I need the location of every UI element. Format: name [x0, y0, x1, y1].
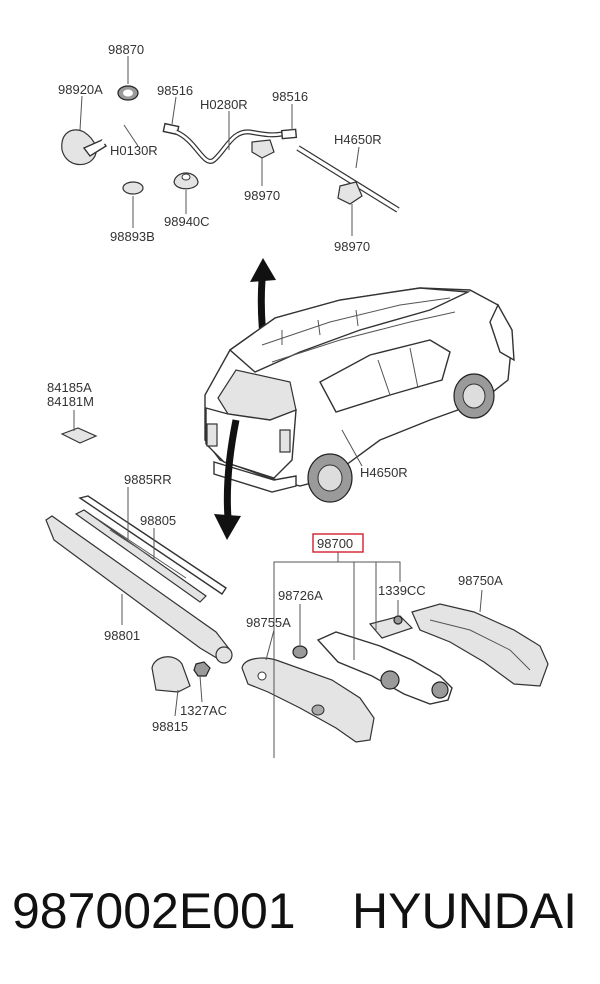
cap-98893B: [122, 181, 144, 195]
label-84181M: 84181M: [47, 394, 94, 409]
label-98755A: 98755A: [246, 615, 291, 630]
label-98726A: 98726A: [278, 588, 323, 603]
part-labels: 98870 98920A 98516 98516 H0280R H0130R H…: [47, 42, 503, 734]
label-98750A: 98750A: [458, 573, 503, 588]
label-98970-a: 98970: [244, 188, 280, 203]
wiper-arm-assembly: [45, 495, 233, 693]
nut-1327AC: [193, 661, 211, 677]
label-98516-a: 98516: [157, 83, 193, 98]
label-H0280R: H0280R: [200, 97, 248, 112]
leader-lines-top: [79, 56, 360, 236]
label-1327AC: 1327AC: [180, 703, 227, 718]
label-98893B: 98893B: [110, 229, 155, 244]
label-98801: 98801: [104, 628, 140, 643]
label-98920A: 98920A: [58, 82, 103, 97]
washer-hose-assembly: [61, 85, 400, 213]
decal-84185A: [60, 427, 98, 444]
clip-98970-a: [251, 139, 275, 159]
cover-98755A: [241, 657, 375, 743]
highlight-98700-box: [312, 533, 364, 553]
grommet-98726A: [292, 645, 308, 659]
footer-part-number: 987002E001: [12, 883, 296, 939]
hose-H0280R: [175, 130, 283, 163]
wiper-blade-98805: [78, 495, 227, 595]
label-98805: 98805: [140, 513, 176, 528]
label-9885RR: 9885RR: [124, 472, 172, 487]
clip-98970-b: [337, 181, 363, 205]
label-98940C: 98940C: [164, 214, 210, 229]
label-98870-top: 98870: [108, 42, 144, 57]
wiper-refill-9885RR: [74, 509, 207, 603]
arrow-down-icon: [214, 419, 241, 540]
label-1339CC: 1339CC: [378, 583, 426, 598]
footer-brand: HYUNDAI: [352, 883, 577, 939]
label-98700: 98700: [317, 536, 353, 551]
cap-98815: [151, 656, 191, 693]
side-windows: [319, 339, 451, 413]
connector-98516-b: [280, 128, 298, 140]
label-98970-b: 98970: [334, 239, 370, 254]
label-H4650R-top: H4650R: [334, 132, 382, 147]
leader-lines-bottom: [121, 487, 483, 758]
label-98516-b: 98516: [272, 89, 308, 104]
label-98815: 98815: [152, 719, 188, 734]
roof: [228, 287, 471, 373]
label-H0130R: H0130R: [110, 143, 158, 158]
grommet-98940C: [173, 172, 199, 190]
hose-H4650R: [297, 146, 399, 212]
bolt-1339CC: [393, 615, 403, 625]
wiper-motor-98700: [316, 631, 453, 705]
label-H4650R-car: H4650R: [360, 465, 408, 480]
vehicle-illustration: [204, 287, 515, 503]
label-84185A: 84185A: [47, 380, 92, 395]
